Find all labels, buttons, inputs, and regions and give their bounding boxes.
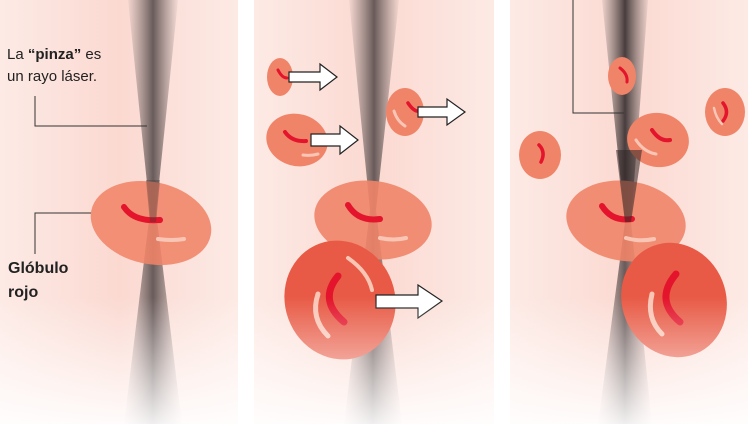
label-text: es: [81, 46, 102, 63]
red-blood-cell: [608, 57, 636, 95]
laser-tweezer-label: La “pinza” es un rayo láser.: [7, 44, 137, 88]
label-bold-text: “pinza”: [27, 46, 82, 63]
red-blood-cell-label: Glóbulo rojo: [8, 257, 68, 305]
label-text: Glóbulo: [8, 260, 69, 277]
red-blood-cell: [519, 131, 561, 179]
label-text: rojo: [8, 284, 39, 301]
red-blood-cell: [705, 88, 745, 136]
label-text: un rayo láser.: [7, 68, 98, 85]
label-text: La: [7, 46, 28, 63]
